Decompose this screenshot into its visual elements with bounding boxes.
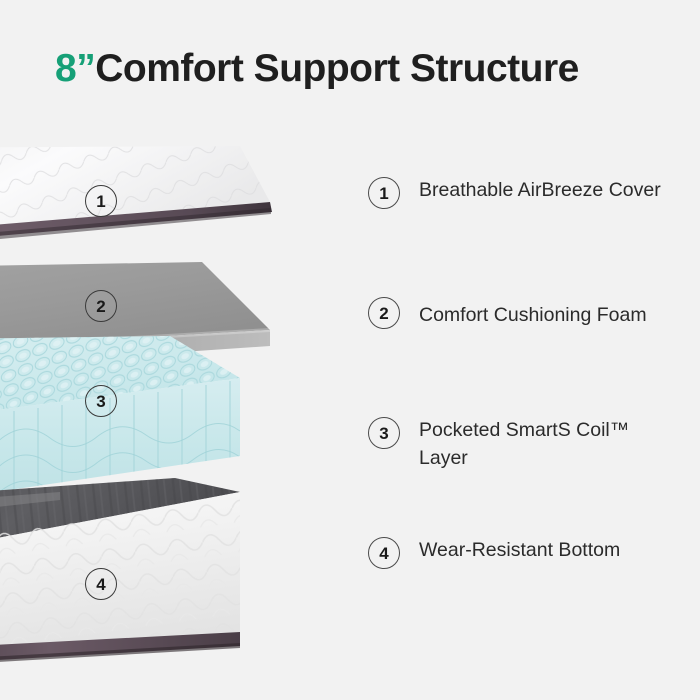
legend-badge-3: 3 <box>368 417 400 449</box>
legend-label-2: Comfort Cushioning Foam <box>419 304 647 326</box>
diagram-badge-1[interactable]: 1 <box>85 185 117 217</box>
diagram-layer-1-cover <box>0 146 272 240</box>
diagram-badge-3[interactable]: 3 <box>85 385 117 417</box>
page-title-size: 8” <box>55 47 96 90</box>
legend-label-4: Wear-Resistant Bottom <box>419 539 621 561</box>
legend-badge-2: 2 <box>368 297 400 329</box>
legend-item-1[interactable]: 1 Breathable AirBreeze Cover <box>368 176 688 209</box>
legend-item-3[interactable]: 3 Pocketed SmartS Coil™ Layer <box>368 416 688 473</box>
mattress-exploded-illustration: 1 2 3 4 <box>0 140 360 700</box>
diagram-badge-2[interactable]: 2 <box>85 290 117 322</box>
page-title-rest: Comfort Support Structure <box>95 47 579 90</box>
legend-badge-1: 1 <box>368 177 400 209</box>
legend-label-1: Breathable AirBreeze Cover <box>419 179 661 201</box>
legend-item-4[interactable]: 4 Wear-Resistant Bottom <box>368 536 688 569</box>
legend-item-2[interactable]: 2 Comfort Cushioning Foam <box>368 296 688 335</box>
legend-label-3: Pocketed SmartS Coil™ Layer <box>419 419 630 470</box>
legend-badge-4: 4 <box>368 537 400 569</box>
diagram-badge-4[interactable]: 4 <box>85 568 117 600</box>
diagram-layer-4-base <box>0 478 240 662</box>
page-title: 8”Comfort Support Structure <box>55 47 579 91</box>
